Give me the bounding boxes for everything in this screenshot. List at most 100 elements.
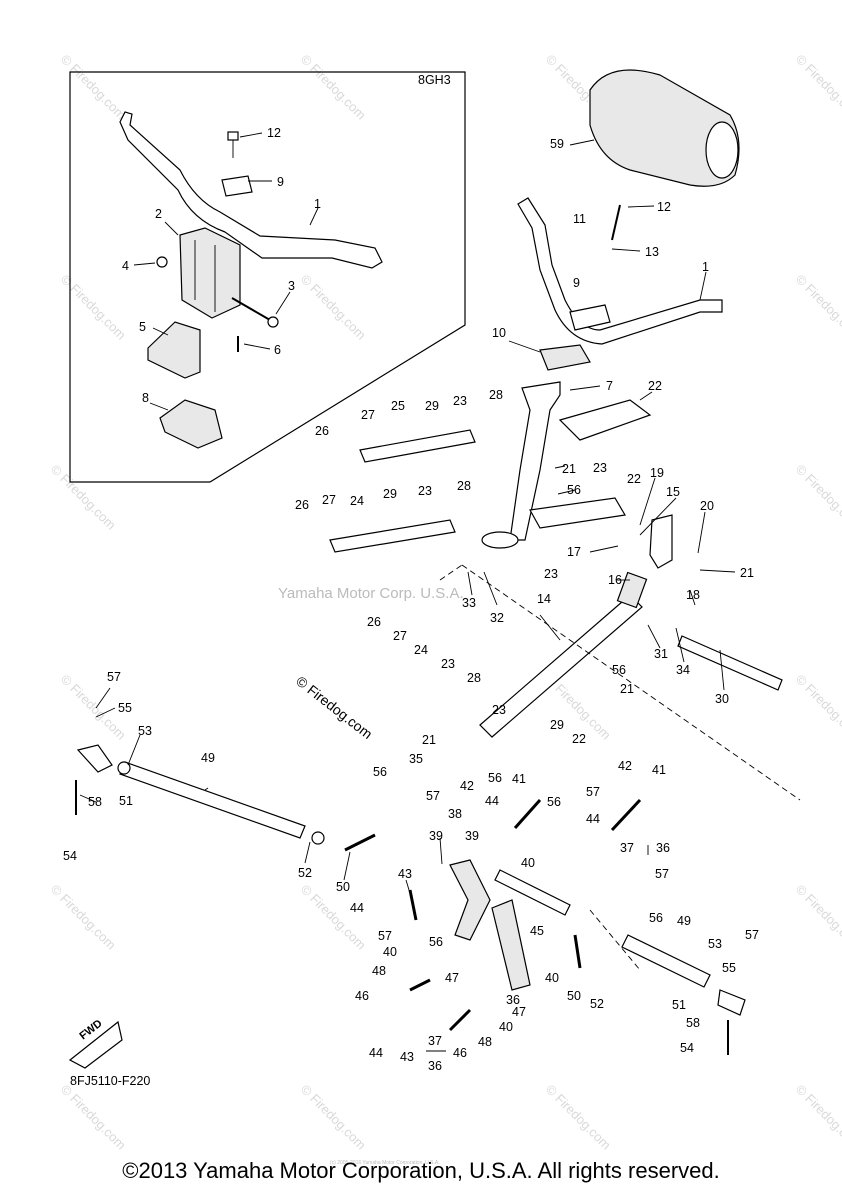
inset-code: 8GH3 bbox=[418, 73, 451, 87]
callout-44-a: 44 bbox=[485, 794, 499, 808]
callout-56-g: 56 bbox=[649, 911, 663, 925]
callout-3: 3 bbox=[288, 279, 295, 293]
callout-49-b: 49 bbox=[677, 914, 691, 928]
callout-57-b: 57 bbox=[426, 789, 440, 803]
tile-watermark: © Firedog.com bbox=[298, 52, 369, 123]
callout-13: 13 bbox=[645, 245, 659, 259]
callout-9: 9 bbox=[277, 175, 284, 189]
callout-55-b: 55 bbox=[722, 961, 736, 975]
callout-52-b: 52 bbox=[590, 997, 604, 1011]
callout-28-b: 28 bbox=[457, 479, 471, 493]
callout-44-c: 44 bbox=[350, 901, 364, 915]
clamp-10 bbox=[539, 344, 591, 371]
callout-1-main: 1 bbox=[702, 260, 709, 274]
callout-30: 30 bbox=[715, 692, 729, 706]
callout-21-a: 21 bbox=[562, 462, 576, 476]
copyright-notice: ©2013 Yamaha Motor Corporation, U.S.A. A… bbox=[122, 1158, 720, 1183]
callout-57-c: 57 bbox=[586, 785, 600, 799]
callout-48-b: 48 bbox=[478, 1035, 492, 1049]
bushing-16 bbox=[616, 571, 648, 609]
callout-29-b: 29 bbox=[383, 487, 397, 501]
callout-41-a: 41 bbox=[512, 772, 526, 786]
inset-handlebar bbox=[119, 111, 383, 269]
callout-21-d: 21 bbox=[422, 733, 436, 747]
callout-40-c: 40 bbox=[545, 971, 559, 985]
brand-watermark: Yamaha Motor Corp. U.S.A. bbox=[278, 585, 464, 602]
callout-20: 20 bbox=[700, 499, 714, 513]
callout-55-a: 55 bbox=[118, 701, 132, 715]
callout-46-a: 46 bbox=[355, 989, 369, 1003]
callout-39-a: 39 bbox=[429, 829, 443, 843]
callout-16: 16 bbox=[608, 573, 622, 587]
callout-50-a: 50 bbox=[336, 880, 350, 894]
callout-56-b: 56 bbox=[612, 663, 626, 677]
callout-43-b: 43 bbox=[400, 1050, 414, 1064]
pivot-arm-38 bbox=[449, 859, 491, 941]
fwd-arrow-icon bbox=[68, 1020, 123, 1069]
callout-22-b: 22 bbox=[627, 472, 641, 486]
tie-rod-49-left bbox=[119, 761, 306, 839]
callout-36-a: 36 bbox=[656, 841, 670, 855]
handlebar-1 bbox=[517, 197, 723, 345]
callout-37-b: 37 bbox=[428, 1034, 442, 1048]
callout-27-b: 27 bbox=[322, 493, 336, 507]
callout-14: 14 bbox=[537, 592, 551, 606]
rod-24 bbox=[329, 519, 456, 553]
inset-bolt-3 bbox=[267, 316, 279, 328]
tile-watermark: © Firedog.com bbox=[48, 462, 119, 533]
callout-34: 34 bbox=[676, 663, 690, 677]
callout-6: 6 bbox=[274, 343, 281, 357]
tile-watermark: © Firedog.com bbox=[58, 272, 129, 343]
callout-23-a: 23 bbox=[453, 394, 467, 408]
callout-35: 35 bbox=[409, 752, 423, 766]
callout-49-a: 49 bbox=[201, 751, 215, 765]
callout-48-a: 48 bbox=[372, 964, 386, 978]
callout-29-c: 29 bbox=[550, 718, 564, 732]
callout-23-e: 23 bbox=[441, 657, 455, 671]
callout-51-b: 51 bbox=[672, 998, 686, 1012]
link-45 bbox=[494, 869, 571, 916]
callout-40-b: 40 bbox=[383, 945, 397, 959]
watermark-tiles: © Firedog.com © Firedog.com © Firedog.co… bbox=[48, 52, 842, 1153]
callout-19: 19 bbox=[650, 466, 664, 480]
tile-watermark: © Firedog.com bbox=[58, 52, 129, 123]
tile-watermark: © Firedog.com bbox=[793, 882, 842, 953]
inset-bracket-5 bbox=[147, 321, 201, 379]
callout-56-e: 56 bbox=[547, 795, 561, 809]
ball-joint-51-left bbox=[76, 744, 113, 773]
tile-watermark: © Firedog.com bbox=[793, 1082, 842, 1153]
steering-column-7 bbox=[509, 381, 561, 541]
callout-57-d: 57 bbox=[655, 867, 669, 881]
tile-watermark: © Firedog.com bbox=[298, 1082, 369, 1153]
callout-12: 12 bbox=[267, 126, 281, 140]
callout-57-e: 57 bbox=[378, 929, 392, 943]
callout-1: 1 bbox=[314, 197, 321, 211]
callout-36-c: 36 bbox=[428, 1059, 442, 1073]
callout-42-a: 42 bbox=[460, 779, 474, 793]
inset-riser bbox=[179, 227, 241, 319]
callout-42-b: 42 bbox=[618, 759, 632, 773]
pivot-arm-36 bbox=[491, 899, 531, 991]
callout-25: 25 bbox=[391, 399, 405, 413]
figure-code: 8FJ5110-F220 bbox=[70, 1074, 150, 1088]
shaft-30 bbox=[677, 635, 783, 691]
link-22-lower bbox=[529, 497, 626, 529]
handle-pad-59 bbox=[589, 69, 740, 187]
site-watermark: © Firedog.com bbox=[293, 673, 375, 742]
callout-10: 10 bbox=[492, 326, 506, 340]
clamp-9 bbox=[569, 304, 611, 331]
callout-15: 15 bbox=[666, 485, 680, 499]
steering-shaft-14 bbox=[479, 594, 643, 738]
main-assembly bbox=[68, 69, 801, 1069]
callout-36-b: 36 bbox=[506, 993, 520, 1007]
inset-clamp bbox=[221, 175, 253, 197]
callout-23-c: 23 bbox=[418, 484, 432, 498]
tile-watermark: © Firedog.com bbox=[298, 272, 369, 343]
callout-58-b: 58 bbox=[686, 1016, 700, 1030]
callout-47-b: 47 bbox=[512, 1005, 526, 1019]
callout-56-a: 56 bbox=[567, 483, 581, 497]
tile-watermark: © Firedog.com bbox=[298, 882, 369, 953]
callout-23-f: 23 bbox=[492, 703, 506, 717]
callout-31: 31 bbox=[654, 647, 668, 661]
